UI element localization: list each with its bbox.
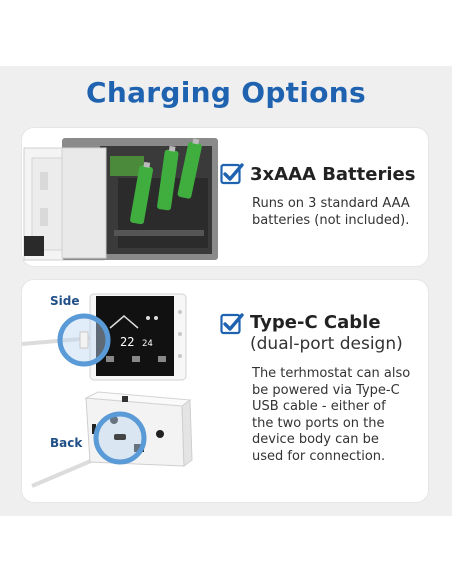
side-label: Side bbox=[50, 294, 80, 308]
back-label: Back bbox=[50, 436, 83, 450]
desc-line: the two ports on the bbox=[252, 415, 385, 431]
battery-heading: 3xAAA Batteries bbox=[250, 164, 416, 185]
checkbox-check-icon bbox=[220, 163, 244, 185]
typec-heading: Type-C Cable bbox=[250, 312, 381, 333]
battery-description: Runs on 3 standard AAA batteries (not in… bbox=[252, 196, 410, 229]
desc-line: The terhmostat can also bbox=[252, 366, 411, 381]
desc-line: batteries (not included). bbox=[252, 212, 410, 228]
temperature-set: 24 bbox=[142, 339, 153, 349]
desc-line: be powered via Type-C bbox=[252, 382, 400, 398]
page-title: Charging Options bbox=[85, 76, 366, 109]
desc-line: used for connection. bbox=[252, 448, 386, 464]
desc-line: Runs on 3 standard AAA bbox=[252, 196, 410, 211]
back-view-illustration bbox=[31, 391, 193, 488]
battery-card: 3xAAA Batteries Runs on 3 standard AAA b… bbox=[22, 128, 428, 266]
side-view-illustration: 22 24 bbox=[22, 293, 187, 381]
typec-description: The terhmostat can also be powered via T… bbox=[252, 366, 410, 465]
desc-line: device body can be bbox=[252, 432, 379, 447]
typec-subheading: (dual-port design) bbox=[250, 334, 403, 354]
checkbox-check-icon bbox=[220, 313, 244, 335]
battery-thermostat-illustration bbox=[23, 138, 218, 261]
desc-line: USB cable - either of bbox=[252, 399, 386, 414]
temperature-main: 22 bbox=[120, 335, 134, 349]
typec-card: Side Back 22 24 bbox=[22, 280, 428, 502]
